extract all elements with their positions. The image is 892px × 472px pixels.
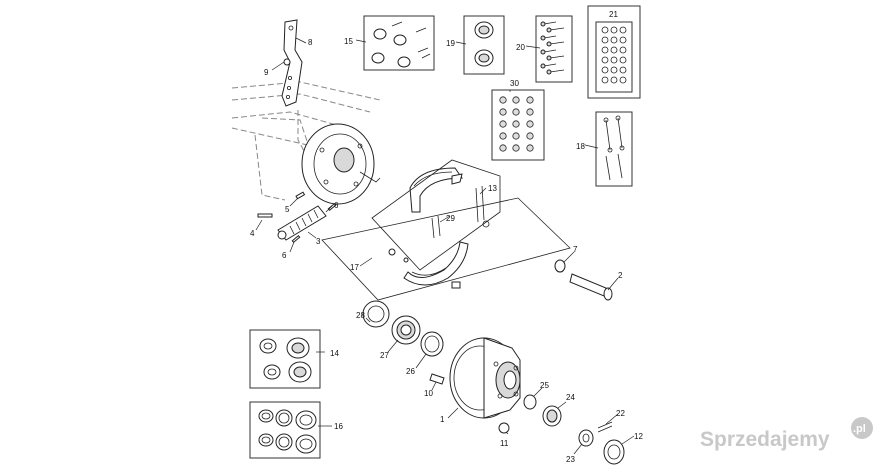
watermark: Sprzedajemy .pl xyxy=(700,417,873,451)
cotter-pin-22 xyxy=(597,421,613,433)
leader-lines xyxy=(255,37,635,455)
kit-box-18 xyxy=(595,111,633,187)
callout-1: 1 xyxy=(440,415,445,424)
callout-20: 20 xyxy=(516,43,525,52)
callout-6a: 6 xyxy=(334,201,339,210)
callout-7: 7 xyxy=(573,245,578,254)
bearing-27 xyxy=(391,315,421,345)
watermark-badge-text: .pl xyxy=(853,423,866,435)
backing-plate xyxy=(301,123,381,205)
callout-18: 18 xyxy=(576,142,585,151)
kit-box-21 xyxy=(587,5,641,99)
callout-11: 11 xyxy=(500,439,509,448)
brake-shoe-upper xyxy=(409,167,463,213)
stud-nut xyxy=(498,422,510,434)
brake-lever xyxy=(281,19,303,107)
callout-26: 26 xyxy=(406,367,415,376)
callout-29: 29 xyxy=(446,214,455,223)
kit-box-15 xyxy=(363,15,435,71)
callout-2: 2 xyxy=(618,271,623,280)
callout-10: 10 xyxy=(424,389,433,398)
callout-24: 24 xyxy=(566,393,575,402)
wheel-stud xyxy=(429,373,445,385)
callout-3: 3 xyxy=(316,237,321,246)
hub-drum xyxy=(449,337,521,419)
callout-25: 25 xyxy=(540,381,549,390)
callout-5: 5 xyxy=(285,205,290,214)
callout-23: 23 xyxy=(566,455,575,464)
return-springs xyxy=(431,185,490,239)
callout-17: 17 xyxy=(350,263,359,272)
spindle-bolt xyxy=(554,259,613,301)
callout-22: 22 xyxy=(616,409,625,418)
callout-19: 19 xyxy=(446,39,455,48)
watermark-badge xyxy=(851,417,873,439)
brake-shoe-lower xyxy=(388,241,469,289)
washer-25 xyxy=(523,394,537,410)
shoe-kit-outline xyxy=(371,159,501,271)
callout-16: 16 xyxy=(334,422,343,431)
callout-21: 21 xyxy=(609,10,618,19)
callout-28: 28 xyxy=(356,311,365,320)
nut-23 xyxy=(578,429,594,447)
callout-30: 30 xyxy=(510,79,519,88)
callout-14: 14 xyxy=(330,349,339,358)
kit-box-16 xyxy=(249,401,321,459)
bearing-24 xyxy=(542,405,562,427)
callout-9: 9 xyxy=(264,68,269,77)
kit-box-30 xyxy=(491,89,545,161)
callout-13: 13 xyxy=(488,184,497,193)
brake-kit-outline xyxy=(321,197,571,301)
seal-28 xyxy=(362,300,390,328)
callout-12: 12 xyxy=(634,432,643,441)
callout-27: 27 xyxy=(380,351,389,360)
kit-box-14 xyxy=(249,329,321,389)
adjuster-assembly xyxy=(257,191,337,244)
kit-box-20 xyxy=(535,15,573,83)
callout-6b: 6 xyxy=(282,251,287,260)
race-26 xyxy=(420,331,444,357)
watermark-text: Sprzedajemy xyxy=(700,428,830,451)
callout-4: 4 xyxy=(250,229,255,238)
dust-cap-12 xyxy=(603,439,625,465)
callout-8: 8 xyxy=(308,38,313,47)
kit-box-19 xyxy=(463,15,505,75)
callout-labels: 1 2 3 4 5 6 6 7 8 9 10 11 12 13 14 15 16… xyxy=(250,10,643,464)
callout-15: 15 xyxy=(344,37,353,46)
